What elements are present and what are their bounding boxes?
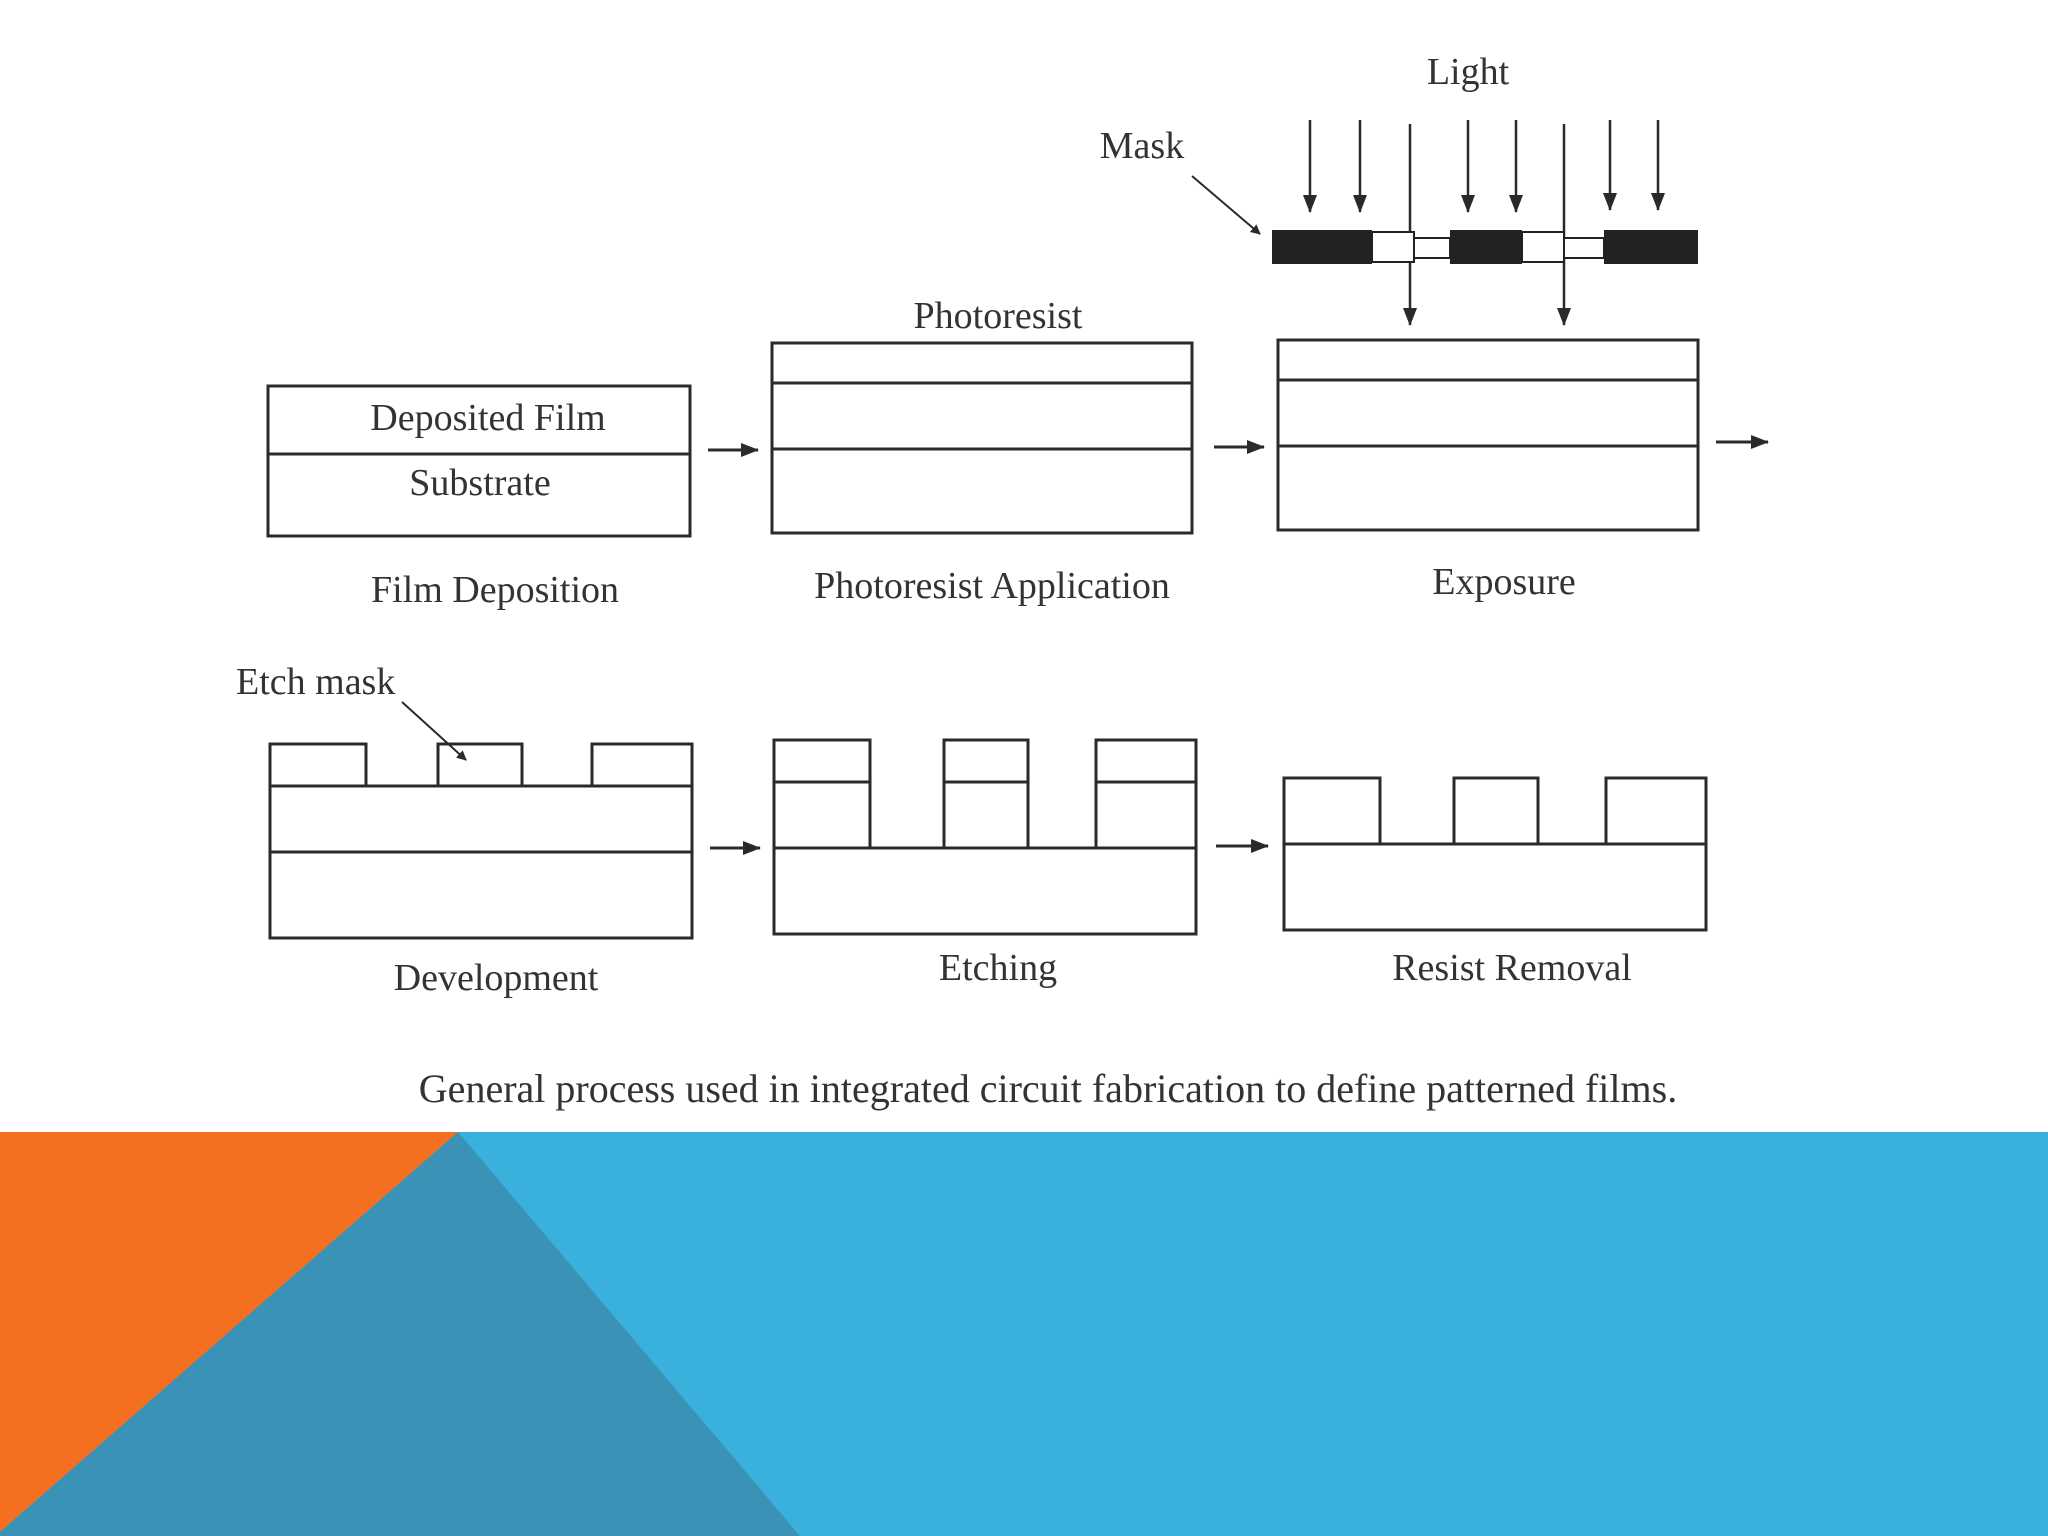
substrate-layer [770, 447, 1194, 535]
photoresist-layer [1276, 338, 1700, 382]
resist-block [268, 742, 368, 788]
mask-clear-segment [1563, 237, 1605, 259]
resist-block [1094, 738, 1198, 784]
mask-clear-segment [1413, 237, 1451, 259]
figure-caption: General process used in integrated circu… [419, 1066, 1677, 1111]
resist-block [942, 738, 1030, 784]
step-label-film-deposition: Film Deposition [371, 569, 619, 611]
substrate-layer [1282, 842, 1708, 932]
panel-film-deposition: Deposited Film Substrate Film Deposition [266, 384, 692, 611]
film-block [1282, 776, 1382, 846]
band-dark-teal [0, 1132, 800, 1536]
photoresist-layer [770, 341, 1194, 385]
substrate-layer [772, 846, 1198, 936]
mask-opaque-segment [1450, 230, 1522, 264]
mask-label: Mask [1100, 125, 1184, 167]
mask-opaque-segment [1272, 230, 1372, 264]
deposited-film-layer [770, 381, 1194, 451]
photomask [1272, 230, 1698, 264]
etch-mask-label: Etch mask [236, 661, 395, 703]
step-label-exposure: Exposure [1432, 561, 1576, 603]
panel-exposure: Light Mask Exposure [1100, 51, 1700, 603]
film-block [1094, 780, 1198, 850]
process-diagram: Deposited Film Substrate Film Deposition… [236, 51, 1769, 1111]
substrate-layer [266, 452, 692, 538]
resist-block [772, 738, 872, 784]
resist-block [436, 742, 524, 788]
mask-opaque-segment [1604, 230, 1698, 264]
panel-photoresist-application: Photoresist Photoresist Application [770, 295, 1194, 607]
deposited-film-layer [268, 784, 694, 854]
panel-resist-removal: Resist Removal [1282, 776, 1708, 989]
panel-etching: Etching [772, 738, 1198, 989]
photoresist-label: Photoresist [914, 295, 1083, 337]
resist-block [590, 742, 694, 788]
substrate-label: Substrate [409, 462, 550, 504]
panel-development: Etch mask Development [236, 661, 694, 999]
film-block [1604, 776, 1708, 846]
mask-pointer [1191, 175, 1261, 235]
light-label: Light [1427, 51, 1510, 93]
step-label-resist-removal: Resist Removal [1392, 947, 1632, 989]
film-block [942, 780, 1030, 850]
film-block [1452, 776, 1540, 846]
substrate-layer [1276, 444, 1700, 532]
mask-clear-segment [1371, 231, 1415, 263]
step-label-etching: Etching [939, 947, 1057, 989]
etch-mask-pointer [401, 701, 467, 761]
step-label-photoresist-application: Photoresist Application [814, 565, 1170, 607]
deposited-film-label: Deposited Film [370, 397, 605, 439]
deposited-film-label-bg [352, 394, 614, 440]
substrate-layer [268, 850, 694, 940]
deposited-film-layer [1276, 378, 1700, 448]
decorative-band [0, 1132, 2048, 1536]
film-block [772, 780, 872, 850]
step-label-development: Development [394, 957, 599, 999]
light-arrows [1303, 120, 1665, 326]
mask-clear-segment [1521, 231, 1565, 263]
